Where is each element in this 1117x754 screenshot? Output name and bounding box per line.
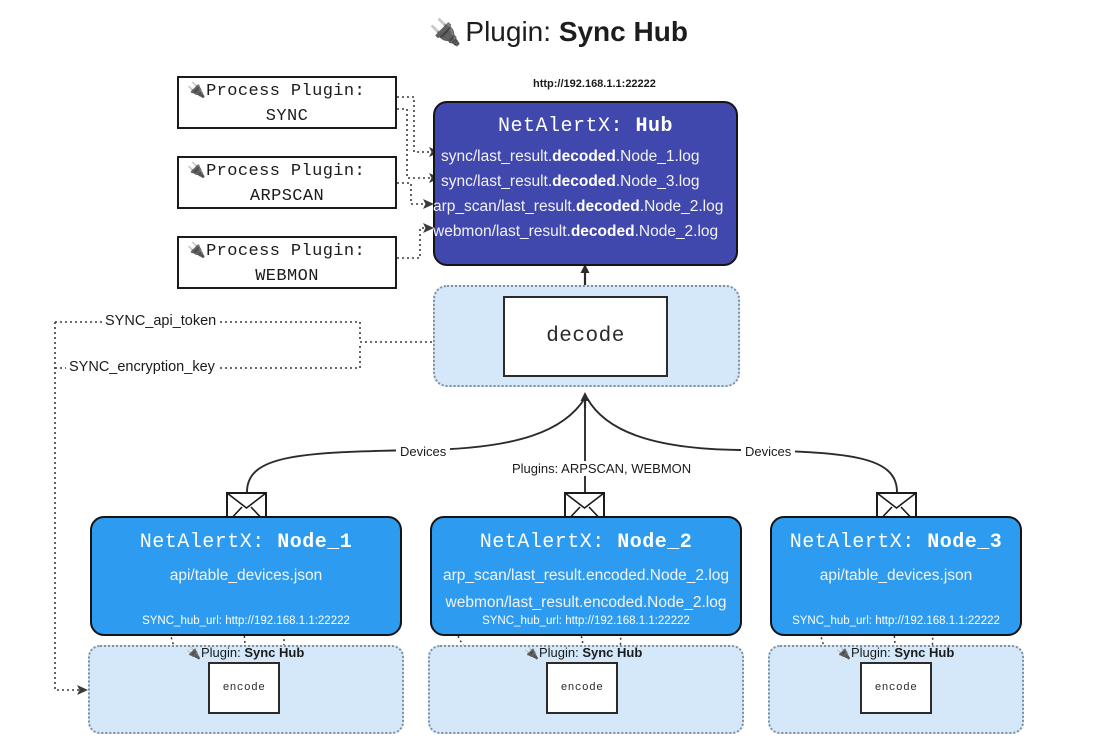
node-hub-url-label: SYNC_hub_url: http://192.168.1.1:22222	[482, 615, 690, 627]
sync-api-token-label: SYNC_api_token	[102, 313, 220, 329]
hub-log-line: webmon/last_result.decoded.Node_2.log	[433, 223, 719, 240]
hub-log-line: sync/last_result.decoded.Node_3.log	[441, 173, 700, 190]
process-plugin-name: ARPSCAN	[249, 187, 325, 206]
process-plugin-box-sync[interactable]: 🔌Process Plugin: SYNC	[177, 76, 397, 129]
node-resource-line: api/table_devices.json	[169, 567, 323, 584]
hub-title: NetAlertX: Hub	[497, 115, 674, 138]
node-resource-list: arp_scan/last_result.encoded.Node_2.log …	[432, 562, 740, 616]
plug-icon: 🔌	[429, 17, 462, 47]
edge-label-devices-left: Devices	[396, 444, 451, 459]
process-plugin-box-webmon[interactable]: 🔌Process Plugin: WEBMON	[177, 236, 397, 289]
encode-box-node-3[interactable]: encode	[860, 662, 932, 714]
sub-plugin-label-node-2: 🔌Plugin: Sync Hub	[524, 645, 643, 660]
node-resource-list: api/table_devices.json	[772, 562, 1020, 589]
process-plugin-label: 🔌Process Plugin:	[187, 242, 366, 261]
edge-label-devices-right: Devices	[741, 444, 796, 459]
process-plugin-label: 🔌Process Plugin:	[187, 162, 366, 181]
node-box-node-3[interactable]: NetAlertX: Node_3 api/table_devices.json…	[770, 516, 1022, 636]
hub-log-line: arp_scan/last_result.decoded.Node_2.log	[433, 198, 724, 215]
encode-box-node-2[interactable]: encode	[546, 662, 618, 714]
node-resource-line: api/table_devices.json	[819, 567, 973, 584]
node-title: NetAlertX: Node_3	[789, 531, 1003, 554]
plug-icon: 🔌	[186, 646, 201, 660]
page-title-name: Sync Hub	[558, 16, 688, 47]
decode-box[interactable]: decode	[503, 296, 668, 377]
sub-plugin-label-node-3: 🔌Plugin: Sync Hub	[836, 645, 955, 660]
edge-label-plugins-center: Plugins: ARPSCAN, WEBMON	[508, 461, 696, 476]
plug-icon: 🔌	[524, 646, 539, 660]
process-plugin-name: SYNC	[265, 107, 309, 126]
node-resource-list: api/table_devices.json	[92, 562, 400, 589]
node-title: NetAlertX: Node_1	[139, 531, 353, 554]
process-plugin-name: WEBMON	[255, 267, 319, 286]
node-resource-line: webmon/last_result.encoded.Node_2.log	[445, 594, 727, 611]
node-resource-line: arp_scan/last_result.encoded.Node_2.log	[442, 567, 730, 584]
node-box-node-1[interactable]: NetAlertX: Node_1 api/table_devices.json…	[90, 516, 402, 636]
node-hub-url-label: SYNC_hub_url: http://192.168.1.1:22222	[792, 615, 1000, 627]
plug-icon: 🔌	[187, 83, 207, 100]
page-title: 🔌Plugin: Sync Hub	[0, 16, 1117, 48]
node-hub-url-label: SYNC_hub_url: http://192.168.1.1:22222	[142, 615, 350, 627]
plug-icon: 🔌	[187, 243, 207, 260]
process-plugin-box-arpscan[interactable]: 🔌Process Plugin: ARPSCAN	[177, 156, 397, 209]
node-title: NetAlertX: Node_2	[479, 531, 693, 554]
page-title-prefix: Plugin:	[465, 16, 552, 47]
hub-url-label: http://192.168.1.1:22222	[533, 78, 656, 90]
plug-icon: 🔌	[836, 646, 851, 660]
plug-icon: 🔌	[187, 163, 207, 180]
sync-encryption-key-label: SYNC_encryption_key	[66, 359, 218, 375]
encode-box-node-1[interactable]: encode	[208, 662, 280, 714]
hub-log-line: sync/last_result.decoded.Node_1.log	[441, 148, 700, 165]
process-plugin-label: 🔌Process Plugin:	[187, 82, 366, 101]
hub-log-list: sync/last_result.decoded.Node_1.log sync…	[433, 144, 736, 244]
hub-node[interactable]: NetAlertX: Hub sync/last_result.decoded.…	[433, 101, 738, 266]
sub-plugin-label-node-1: 🔌Plugin: Sync Hub	[186, 645, 305, 660]
node-box-node-2[interactable]: NetAlertX: Node_2 arp_scan/last_result.e…	[430, 516, 742, 636]
